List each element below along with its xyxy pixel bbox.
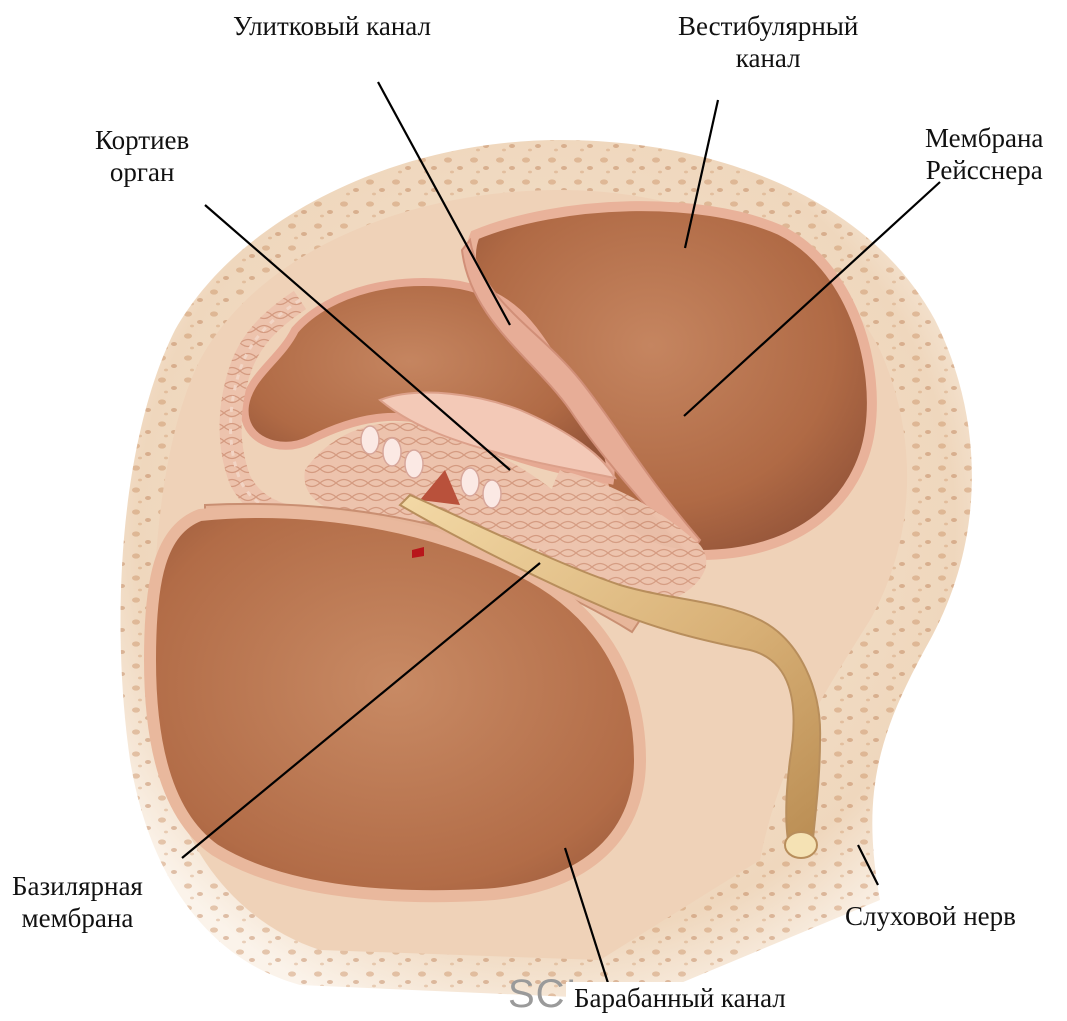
label-reissner-line2: Рейсснера	[925, 154, 1043, 186]
label-vestibular-line2: канал	[678, 42, 858, 74]
label-corti-line1: Кортиев	[95, 124, 189, 156]
label-organ-of-corti: Кортиев орган	[95, 124, 189, 188]
label-cochlear-duct: Улитковый канал	[233, 10, 431, 42]
label-reissner-line1: Мембрана	[925, 122, 1043, 154]
label-basilar-line1: Базилярная	[12, 870, 143, 902]
label-tympanic-duct: Барабанный канал	[566, 982, 794, 1014]
label-cochlear-duct-text: Улитковый канал	[233, 10, 431, 42]
label-corti-line2: орган	[95, 156, 189, 188]
label-vestibular-line1: Вестибулярный	[678, 10, 858, 42]
auditory-nerve-cut-end	[785, 832, 817, 858]
label-basilar-line2: мембрана	[12, 902, 143, 934]
label-reissner-membrane: Мембрана Рейсснера	[925, 122, 1043, 186]
label-auditory-nerve: Слуховой нерв	[845, 900, 1016, 932]
label-tympanic-duct-text: Барабанный канал	[574, 982, 786, 1014]
label-vestibular-canal: Вестибулярный канал	[678, 10, 858, 74]
label-basilar-membrane: Базилярная мембрана	[12, 870, 143, 934]
label-auditory-nerve-text: Слуховой нерв	[845, 900, 1016, 932]
